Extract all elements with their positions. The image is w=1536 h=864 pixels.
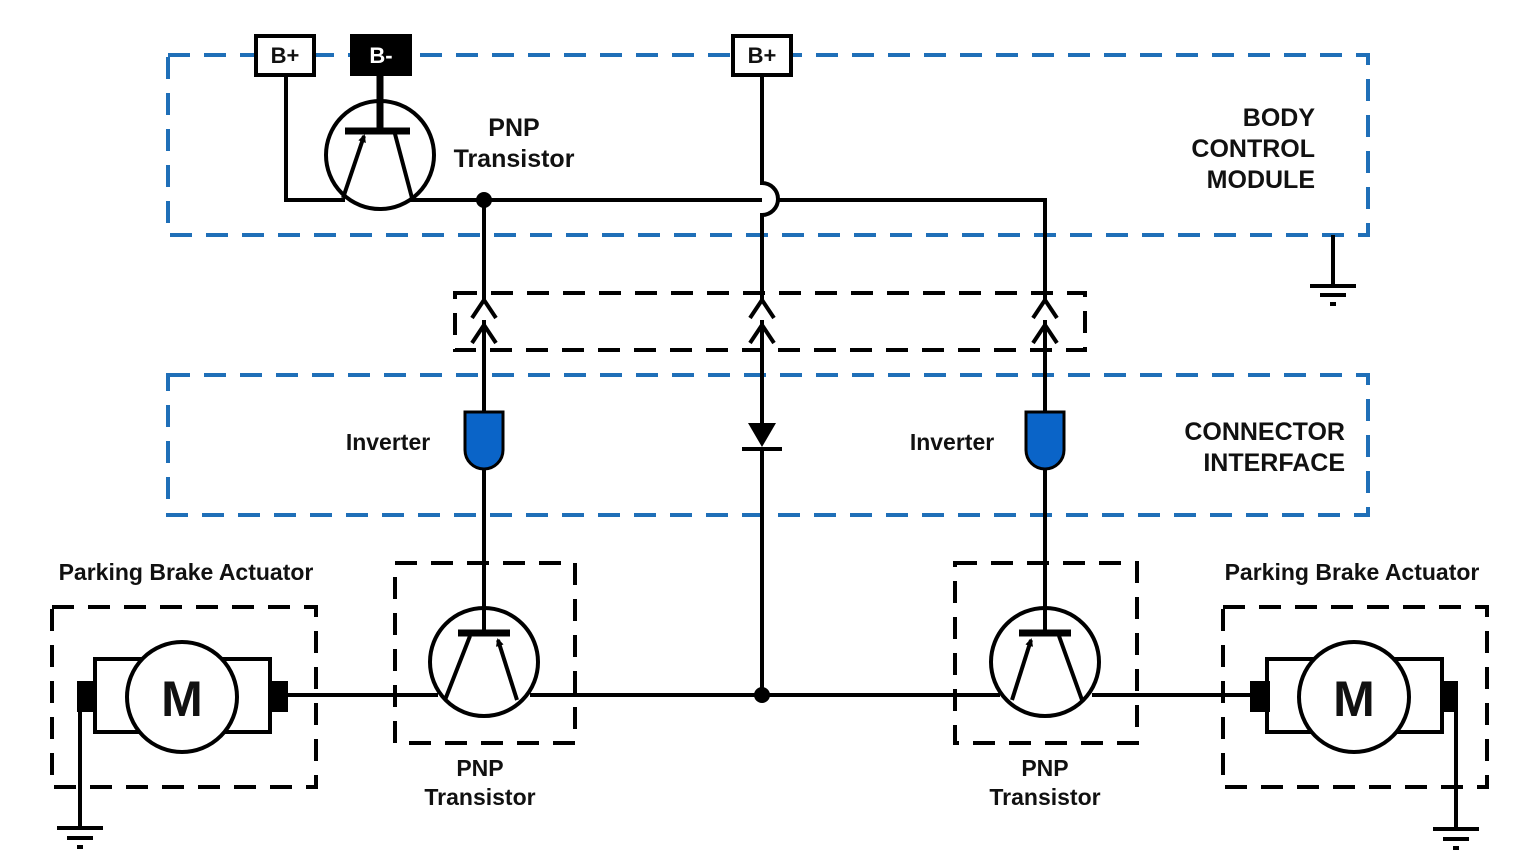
svg-text:B+: B+ xyxy=(748,43,777,68)
actuator-box-left xyxy=(50,605,318,789)
motor-left: M xyxy=(77,640,288,754)
connector-interface-border xyxy=(166,373,1370,517)
actuator-box-right xyxy=(1221,605,1489,789)
b-plus-terminal: B+ xyxy=(731,34,793,77)
svg-text:M: M xyxy=(1333,671,1375,727)
pnp-transistor-label: PNP Transistor xyxy=(989,755,1100,810)
svg-text:Transistor: Transistor xyxy=(989,784,1100,810)
svg-text:CONTROL: CONTROL xyxy=(1191,135,1315,163)
svg-text:INTERFACE: INTERFACE xyxy=(1203,449,1345,477)
svg-text:BODY: BODY xyxy=(1243,104,1316,132)
bcm-label: BODY CONTROL MODULE xyxy=(1191,104,1315,194)
connector-pin xyxy=(470,296,1059,345)
svg-text:PNP: PNP xyxy=(488,114,539,142)
svg-text:B-: B- xyxy=(369,43,392,68)
connector-block-border xyxy=(453,291,1087,352)
pnp-transistor-right xyxy=(989,606,1101,718)
svg-text:PNP: PNP xyxy=(1021,755,1068,781)
pnp-transistor-bcm xyxy=(324,75,436,211)
svg-text:MODULE: MODULE xyxy=(1207,166,1315,194)
b-minus-terminal: B- xyxy=(350,34,412,76)
pnp-transistor-left xyxy=(428,606,540,718)
svg-text:B+: B+ xyxy=(271,43,300,68)
transistor-box-right xyxy=(953,561,1139,745)
inverter-label: Inverter xyxy=(910,429,994,455)
svg-text:Transistor: Transistor xyxy=(454,145,575,173)
pnp-transistor-label: PNP Transistor xyxy=(424,755,535,810)
inverter-right xyxy=(1024,410,1066,471)
connector-interface-label: CONNECTOR INTERFACE xyxy=(1184,418,1345,477)
transistor-box-left xyxy=(393,561,577,745)
junction-dot xyxy=(754,687,770,703)
diode xyxy=(742,423,782,451)
svg-text:M: M xyxy=(161,671,203,727)
actuator-label-right: Parking Brake Actuator xyxy=(1225,559,1480,585)
body-control-module-border xyxy=(166,53,1370,237)
svg-text:CONNECTOR: CONNECTOR xyxy=(1184,418,1345,446)
ground-icon xyxy=(1433,712,1479,850)
inverter-label: Inverter xyxy=(346,429,430,455)
junction-dot xyxy=(476,192,492,208)
wires xyxy=(284,75,1252,697)
ground-icon xyxy=(57,712,103,849)
motor-right: M xyxy=(1250,640,1458,754)
svg-text:Transistor: Transistor xyxy=(424,784,535,810)
inverter-left xyxy=(463,410,505,471)
actuator-label-left: Parking Brake Actuator xyxy=(59,559,314,585)
svg-text:PNP: PNP xyxy=(456,755,503,781)
ground-icon xyxy=(1310,235,1356,306)
b-plus-terminal: B+ xyxy=(254,34,316,77)
pnp-transistor-label: PNP Transistor xyxy=(454,114,575,173)
